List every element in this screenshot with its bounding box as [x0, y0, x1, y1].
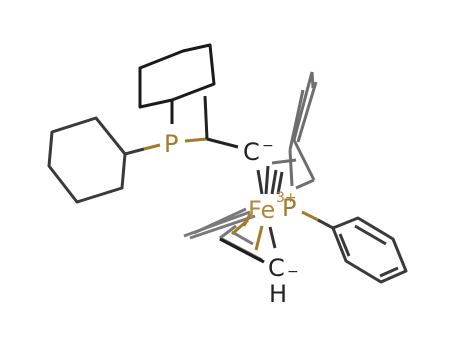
fe-ring-bonds: [231, 165, 284, 251]
atom-c-bottom: C: [268, 254, 285, 282]
carbanion-charge: −: [262, 138, 274, 154]
fe-charge: 3+: [276, 190, 297, 206]
c-bottom-charge: −: [287, 264, 299, 280]
atom-p-right: P: [282, 194, 296, 222]
atom-h-bottom: H: [269, 280, 287, 308]
upper-cp-ring: [271, 71, 318, 190]
p-right-bonds: [301, 210, 334, 230]
phenyl-ring: [331, 216, 408, 284]
p-left-bonds: [124, 95, 239, 156]
lower-cp-front-bond: [219, 237, 265, 264]
atom-p-left: P: [164, 130, 178, 158]
top-ring: [138, 43, 216, 109]
atom-fe: Fe: [248, 196, 275, 224]
left-ring: [47, 116, 127, 204]
atom-c-carbanion: C: [243, 138, 260, 166]
